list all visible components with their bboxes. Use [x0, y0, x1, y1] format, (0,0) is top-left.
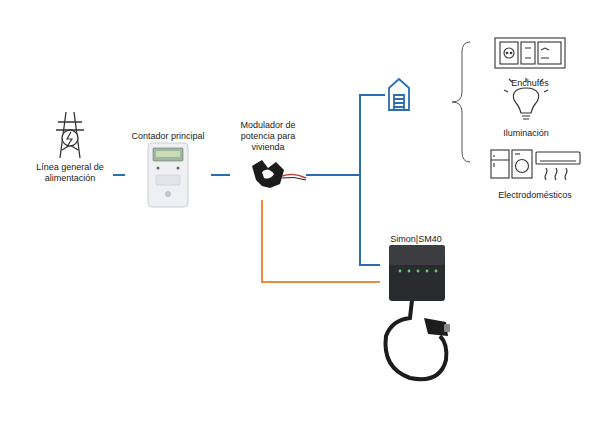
wire-line	[211, 174, 230, 176]
node-label: Iluminación	[503, 128, 549, 139]
pylon-icon	[56, 112, 84, 158]
brace	[452, 42, 470, 162]
house-icon	[389, 79, 409, 110]
appliances-icon	[491, 150, 580, 180]
power-wire	[113, 175, 125, 176]
sockets-icon	[495, 38, 565, 68]
meter-node: Contador principal	[125, 125, 211, 211]
supply-line-node: Línea general de alimentación	[27, 108, 113, 186]
node-label: Electrodomésticos	[498, 190, 572, 201]
node-label: Modulador de potencia para vivienda	[230, 120, 306, 153]
meter-icon	[148, 143, 188, 207]
appliances-node: Electrodomésticos	[485, 148, 585, 197]
power-modulator-node: Modulador de potencia para vivienda	[230, 120, 306, 200]
power-wire	[262, 200, 380, 282]
node-label: Simon|SM40	[390, 234, 441, 245]
house-branch-wire	[360, 95, 385, 175]
wire-line	[306, 175, 380, 265]
power-wire	[211, 175, 230, 176]
charger-node: Simon|SM40	[380, 228, 452, 388]
bulb-icon	[504, 78, 548, 119]
sockets-node: Enchufes	[490, 34, 570, 85]
node-label: Línea general de alimentación	[27, 162, 113, 184]
wire-line	[113, 174, 125, 176]
power-wire	[306, 175, 380, 265]
lighting-node: Iluminación	[486, 78, 566, 135]
node-label: Contador principal	[131, 131, 204, 142]
current-clamp	[252, 160, 306, 188]
node-label: Enchufes	[511, 78, 549, 89]
wire-line	[262, 200, 380, 282]
charger-icon	[386, 245, 451, 379]
